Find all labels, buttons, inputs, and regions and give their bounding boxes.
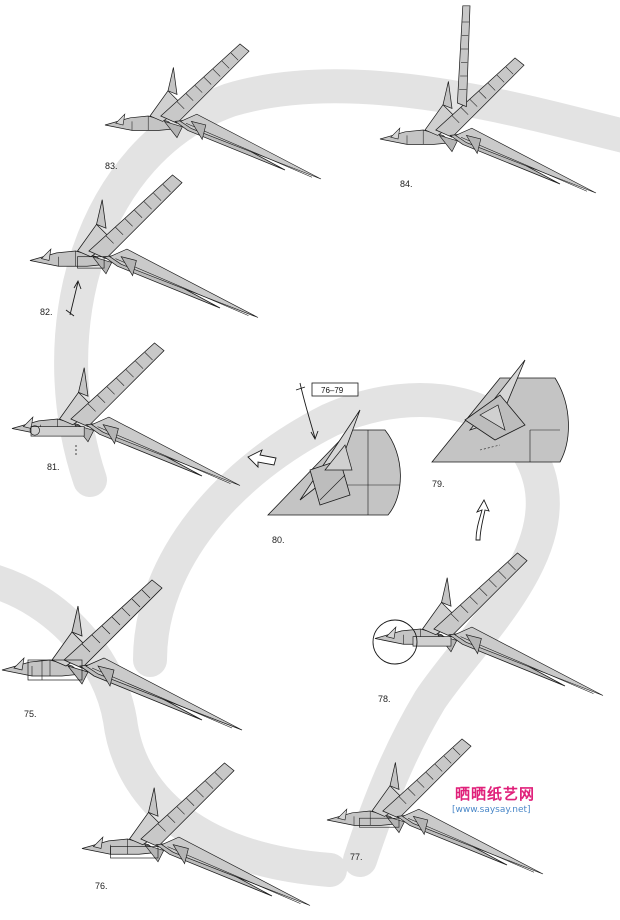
step-78-figure [374,552,604,696]
step-84-label: 84. [400,179,413,189]
step-76-label: 76. [95,881,108,891]
step-82-figure [29,174,259,318]
step-84-figure [379,5,597,194]
step-75-label: 75. [24,709,37,719]
step-82-label: 82. [40,307,53,317]
watermark-site-name: 晒晒纸艺网 [455,785,536,803]
step-79-figure [431,359,569,463]
step-81-figure [11,342,241,486]
reference-box: 76–79 [311,382,359,397]
step-77-figure [326,738,544,875]
step-78-detail-circle [372,619,418,665]
step-81-label: 81. [47,462,60,472]
step-80-figure [267,409,401,516]
step-75-figure [1,579,243,731]
step-82-arrow [65,279,82,317]
step-76-figure [81,762,311,906]
watermark-url: [www.saysay.net] [452,805,531,815]
step-80-label: 80. [272,535,285,545]
step-80-to-81-arrow [247,449,277,469]
step-83-label: 83. [105,161,118,171]
step-78-label: 78. [378,694,391,704]
step-77-label: 77. [350,852,363,862]
reference-box-text: 76–79 [321,386,344,395]
step-79-label: 79. [432,479,445,489]
step-80-arrow [295,382,319,441]
step-78-to-79-arrow [475,499,490,541]
